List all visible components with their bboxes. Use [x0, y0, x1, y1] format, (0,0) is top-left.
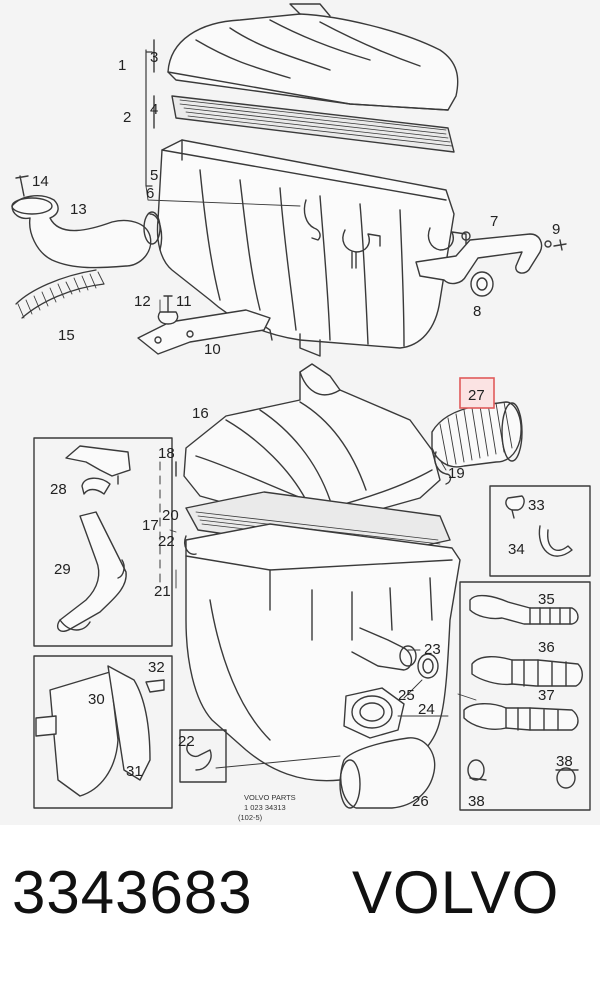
grommet-11: [157, 311, 179, 325]
callout-4: 4: [150, 101, 158, 118]
callout-31: 31: [126, 763, 143, 780]
grommet-8: [470, 271, 494, 297]
highlight-box-27: [459, 377, 495, 409]
callout-5: 5: [150, 167, 158, 184]
callout-22-upper: 22: [158, 533, 175, 550]
inset-box-30-32: [33, 655, 173, 809]
callout-36: 36: [538, 639, 555, 656]
bracket-10: [137, 309, 271, 355]
clamp-38-left: [467, 759, 487, 781]
callout-2: 2: [123, 109, 131, 126]
callout-38-right: 38: [556, 753, 573, 770]
stamp-line-1: VOLVO PARTS: [244, 793, 296, 802]
clip-22-lower: [186, 743, 212, 771]
inset-box-35-38: [459, 581, 591, 811]
air-filter-housing-top: [156, 139, 455, 357]
callout-28: 28: [50, 481, 67, 498]
footer: [0, 825, 600, 985]
bolt-12: [163, 295, 173, 313]
inset-box-22: [179, 729, 227, 783]
inset-box-28-29: [33, 437, 173, 647]
bolt-9: [553, 239, 567, 251]
callout-25: 25: [398, 687, 415, 704]
callout-27: 27: [468, 387, 485, 404]
callout-37: 37: [538, 687, 555, 704]
callout-15: 15: [58, 327, 75, 344]
diagram-drawing: 1 2 3 4 5 6 7 8 9 10 11 12 13 14 15 16 1…: [11, 3, 591, 822]
hose-37: [463, 703, 579, 731]
stamp-line-3: (102-5): [238, 813, 263, 822]
callout-32: 32: [148, 659, 165, 676]
callout-13: 13: [70, 201, 87, 218]
callout-18: 18: [158, 445, 175, 462]
exploded-parts-diagram: 1 2 3 4 5 6 7 8 9 10 11 12 13 14 15 16 1…: [0, 0, 600, 825]
hose-27-highlighted: [431, 401, 523, 468]
callout-20: 20: [162, 507, 179, 524]
screw-14: [15, 175, 29, 197]
callout-33: 33: [528, 497, 545, 514]
callout-3: 3: [150, 49, 158, 66]
callout-35: 35: [538, 591, 555, 608]
inset-box-33-34: [489, 485, 591, 577]
callout-29: 29: [54, 561, 71, 578]
hose-35: [469, 594, 579, 625]
callout-7: 7: [490, 213, 498, 230]
clip-19: [434, 451, 452, 485]
callout-1: 1: [118, 57, 126, 74]
part-number: 3343683: [12, 859, 253, 926]
duct-26: [339, 737, 436, 809]
callout-21: 21: [154, 583, 171, 600]
callout-30: 30: [88, 691, 105, 708]
air-filter-lid-top: [167, 3, 459, 111]
intake-elbow-13: [11, 195, 163, 269]
clip-34: [538, 525, 573, 557]
shield-31: [107, 665, 151, 781]
callout-14: 14: [32, 173, 49, 190]
clip-32: [145, 679, 165, 693]
bracket-7: [415, 233, 543, 285]
callout-26: 26: [412, 793, 429, 810]
callout-38-left: 38: [468, 793, 485, 810]
clip-22-upper: [184, 535, 197, 555]
callout-23: 23: [424, 641, 441, 658]
callout-17: 17: [142, 517, 159, 534]
callout-6: 6: [146, 185, 154, 202]
shield-30: [35, 671, 119, 797]
ring-23: [417, 653, 439, 679]
filter-element-top: [171, 95, 455, 153]
bracket-28: [65, 445, 131, 495]
callout-34: 34: [508, 541, 525, 558]
callout-12: 12: [134, 293, 151, 310]
callout-9: 9: [552, 221, 560, 238]
callout-22-lower: 22: [178, 733, 195, 750]
callout-11: 11: [176, 293, 192, 310]
callout-8: 8: [473, 303, 481, 320]
brand-name: VOLVO: [352, 859, 560, 926]
callout-16: 16: [192, 405, 209, 422]
callout-19: 19: [448, 465, 465, 482]
intake-flange-24: [343, 687, 405, 739]
hose-36: [471, 656, 583, 687]
volvo-parts-stamp: VOLVO PARTS 1 023 34313 (102-5): [238, 793, 296, 822]
stamp-line-2: 1 023 34313: [244, 803, 286, 812]
bracket-29: [56, 511, 127, 632]
hose-15: [15, 269, 105, 319]
clip-6: [303, 199, 321, 241]
callout-10: 10: [204, 341, 221, 358]
clamp-38-right: [555, 767, 579, 789]
callout-24: 24: [418, 701, 435, 718]
plug-33: [505, 495, 525, 519]
mount-boss-right: [427, 227, 467, 251]
